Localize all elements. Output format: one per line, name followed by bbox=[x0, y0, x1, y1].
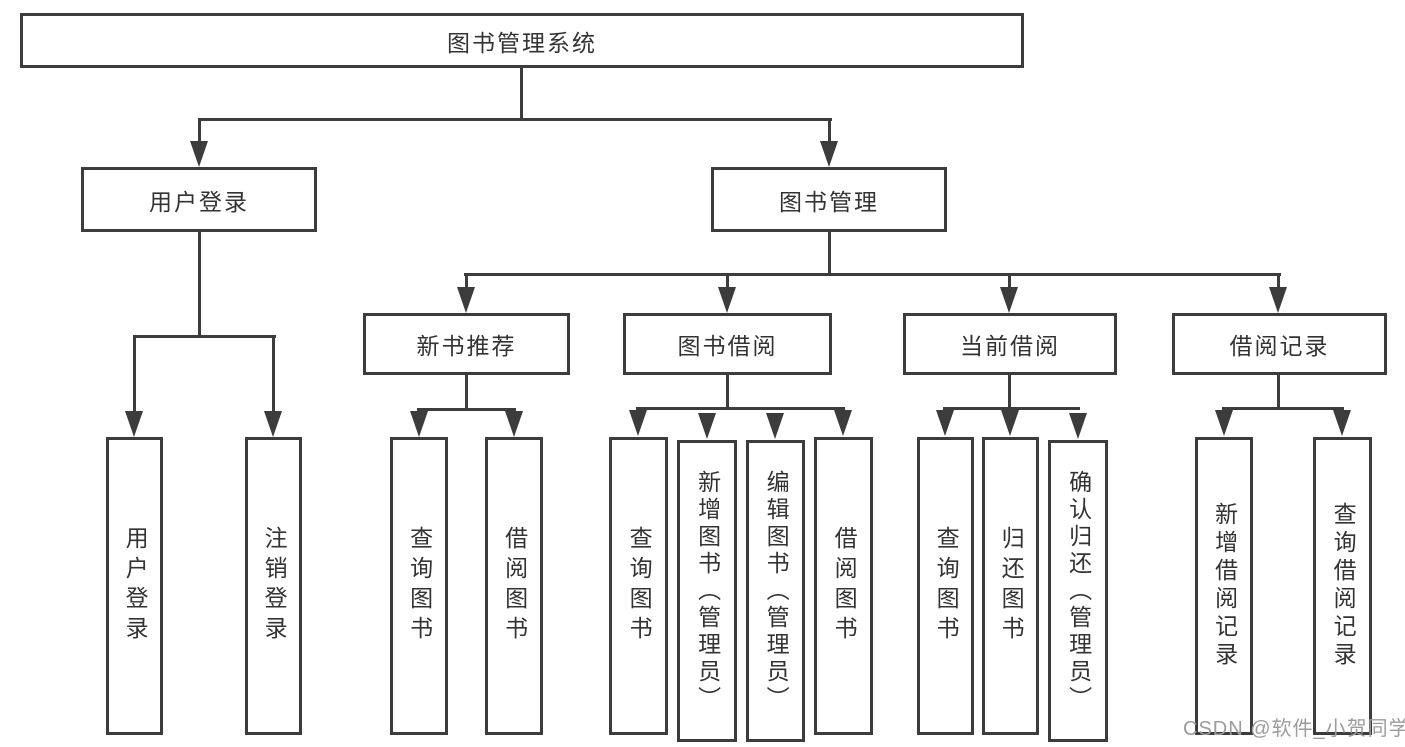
leaf-borrow-books-recommend: 借阅图书 bbox=[485, 437, 543, 735]
csdn-watermark: CSDN @软件_小贺同学 bbox=[1183, 718, 1405, 740]
connector-line bbox=[1008, 375, 1011, 410]
connector-line bbox=[417, 408, 516, 411]
node-book-borrowing: 图书借阅 bbox=[623, 313, 832, 375]
connector-line bbox=[1008, 273, 1011, 289]
leaf-add-book-admin: 新增图书（管理员） bbox=[677, 440, 737, 742]
node-current-borrowing: 当前借阅 bbox=[903, 313, 1117, 375]
connector-line bbox=[828, 118, 831, 143]
arrow-down-icon bbox=[718, 287, 736, 313]
leaf-query-books-borrow: 查询图书 bbox=[609, 437, 668, 735]
connector-line bbox=[943, 407, 1080, 410]
arrow-down-icon bbox=[820, 141, 838, 167]
connector-line bbox=[464, 273, 1281, 276]
arrow-down-icon bbox=[410, 411, 428, 437]
arrow-down-icon bbox=[936, 410, 954, 436]
connector-line bbox=[133, 335, 136, 413]
node-library-management-system: 图书管理系统 bbox=[20, 13, 1024, 68]
node-new-book-recommend: 新书推荐 bbox=[363, 313, 570, 375]
arrow-down-icon bbox=[457, 287, 475, 313]
arrow-down-icon bbox=[834, 410, 852, 436]
node-borrowing-records: 借阅记录 bbox=[1172, 313, 1387, 375]
arrow-down-icon bbox=[1000, 287, 1018, 313]
arrow-down-icon bbox=[1069, 413, 1087, 439]
arrow-down-icon bbox=[1333, 410, 1351, 436]
arrow-down-icon bbox=[264, 411, 282, 437]
arrow-down-icon bbox=[1001, 410, 1019, 436]
connector-line bbox=[1277, 273, 1280, 289]
leaf-return-books: 归还图书 bbox=[982, 437, 1039, 735]
leaf-borrow-books-borrow: 借阅图书 bbox=[814, 437, 873, 735]
connector-line bbox=[198, 118, 832, 121]
arrow-down-icon bbox=[766, 413, 784, 439]
arrow-down-icon bbox=[1269, 287, 1287, 313]
connector-line bbox=[828, 232, 831, 276]
leaf-edit-book-admin: 编辑图书（管理员） bbox=[746, 440, 805, 742]
leaf-logout: 注销登录 bbox=[245, 437, 302, 735]
leaf-confirm-return-admin: 确认归还（管理员） bbox=[1048, 440, 1108, 742]
connector-line bbox=[520, 68, 523, 118]
connector-line bbox=[198, 232, 201, 338]
arrow-down-icon bbox=[505, 411, 523, 437]
node-book-management: 图书管理 bbox=[711, 167, 947, 232]
arrow-down-icon bbox=[629, 410, 647, 436]
arrow-down-icon bbox=[190, 141, 208, 167]
connector-line bbox=[133, 335, 276, 338]
connector-line bbox=[636, 407, 845, 410]
arrow-down-icon bbox=[1215, 410, 1233, 436]
connector-line bbox=[198, 118, 201, 143]
leaf-query-books-current: 查询图书 bbox=[917, 437, 974, 735]
node-user-login: 用户登录 bbox=[81, 167, 317, 232]
connector-line bbox=[465, 375, 468, 411]
leaf-query-borrow-record: 查询借阅记录 bbox=[1313, 437, 1372, 735]
leaf-query-books-recommend: 查询图书 bbox=[390, 437, 448, 735]
connector-line bbox=[1277, 375, 1280, 410]
leaf-user-login: 用户登录 bbox=[106, 437, 163, 735]
connector-line bbox=[1222, 407, 1344, 410]
leaf-add-borrow-record: 新增借阅记录 bbox=[1195, 437, 1253, 735]
connector-line bbox=[465, 273, 468, 289]
arrow-down-icon bbox=[125, 411, 143, 437]
connector-line bbox=[272, 335, 275, 413]
connector-line bbox=[726, 375, 729, 410]
arrow-down-icon bbox=[698, 413, 716, 439]
connector-line bbox=[726, 273, 729, 289]
